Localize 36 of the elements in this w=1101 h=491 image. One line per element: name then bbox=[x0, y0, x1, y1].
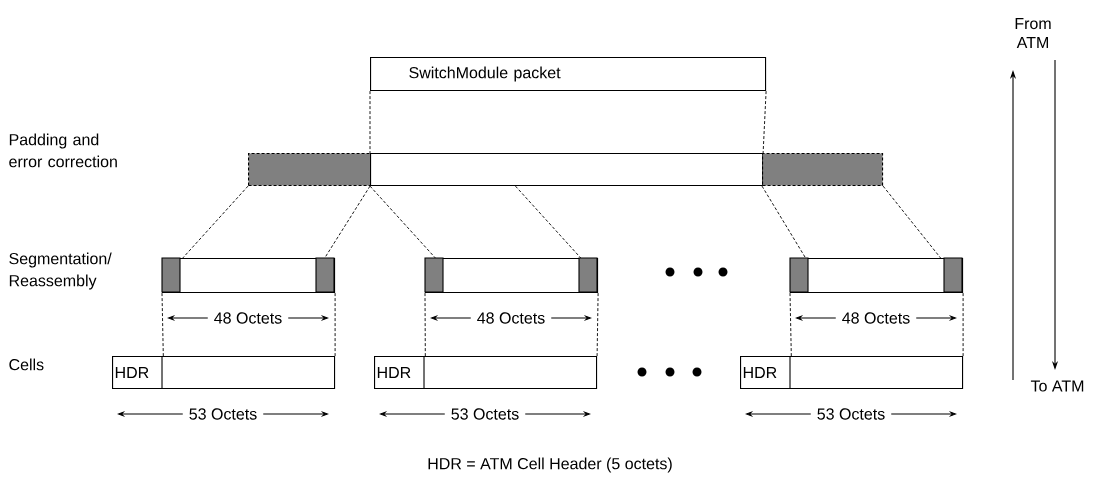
footnote: HDR = ATM Cell Header (5 octets) bbox=[428, 457, 672, 473]
projection-line bbox=[882, 185, 942, 259]
segment-box bbox=[161, 257, 336, 294]
dimension-label: 48 Octets bbox=[207, 311, 289, 325]
dimension-label: 48 Octets bbox=[835, 311, 917, 325]
cell-box: HDR bbox=[740, 355, 964, 390]
extension-line bbox=[334, 292, 336, 357]
segment-box bbox=[789, 257, 964, 294]
projection-line bbox=[762, 90, 767, 154]
projection-line bbox=[761, 185, 807, 259]
dimension-label: 53 Octets bbox=[810, 407, 892, 421]
direction-label: To ATM bbox=[1030, 380, 1084, 392]
dimension-label: 53 Octets bbox=[182, 407, 264, 421]
direction-label: From ATM bbox=[1015, 18, 1051, 48]
row-label: Segmentation/ Reassembly bbox=[9, 252, 112, 290]
extension-line bbox=[161, 292, 164, 357]
cell-box: HDR bbox=[112, 355, 336, 390]
row-label: Padding and error correction bbox=[9, 133, 117, 168]
cell-box: HDR bbox=[374, 355, 598, 390]
row-label: Cells bbox=[9, 358, 44, 371]
dimension-label: 53 Octets bbox=[444, 407, 526, 421]
segment-box bbox=[424, 257, 599, 294]
dimension-label: 48 Octets bbox=[470, 311, 552, 325]
extension-line bbox=[789, 292, 792, 357]
extension-line bbox=[962, 292, 964, 357]
projection-line bbox=[182, 185, 249, 259]
projection-line bbox=[515, 185, 582, 259]
packet-box: SwitchModule packet bbox=[370, 57, 767, 92]
projection-line bbox=[324, 185, 371, 259]
projection-line bbox=[369, 185, 436, 259]
projection-line bbox=[369, 90, 371, 154]
packet-bar bbox=[370, 153, 764, 187]
padding-block bbox=[248, 153, 372, 187]
extension-line bbox=[596, 292, 599, 357]
extension-line bbox=[424, 292, 426, 357]
padding-block bbox=[762, 153, 884, 187]
